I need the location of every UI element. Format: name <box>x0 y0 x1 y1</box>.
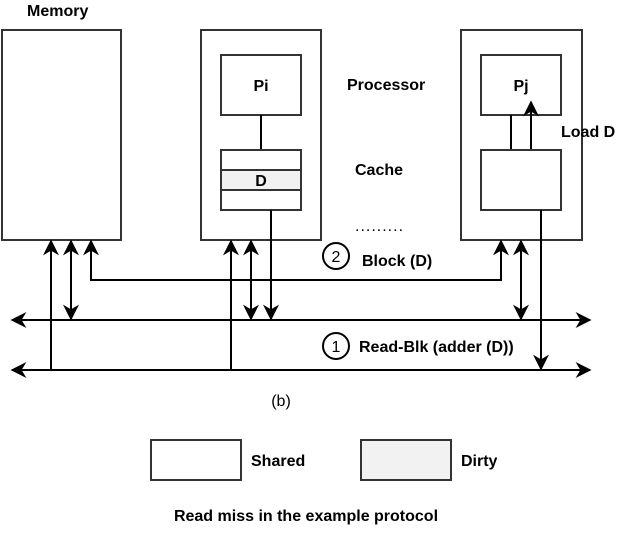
step-1-text: Read-Blk (adder (D)) <box>359 339 514 356</box>
processor-pi-box <box>220 54 302 116</box>
legend-dirty-swatch <box>360 439 452 481</box>
ellipsis: ......... <box>355 218 404 235</box>
cache-block-dirty <box>220 169 302 191</box>
block-d-path-to-memory <box>83 239 501 281</box>
memory-box <box>1 29 122 241</box>
processor-label: Processor <box>347 77 425 94</box>
block-d-path-to-pj <box>91 239 509 281</box>
step-2-circle <box>322 242 350 270</box>
subfigure-label: (b) <box>271 393 291 410</box>
step-1-number: 1 <box>332 339 341 356</box>
processor-pi-label: Pi <box>253 78 268 95</box>
step-2-text: Block (D) <box>362 253 432 270</box>
cache-label: Cache <box>355 162 403 179</box>
cache-block-label: D <box>255 173 267 190</box>
processor-pj-box <box>480 54 562 116</box>
legend-dirty-label: Dirty <box>461 453 498 470</box>
memory-label: Memory <box>27 3 88 20</box>
step-1-circle <box>322 332 350 360</box>
caption: Read miss in the example protocol <box>174 508 438 525</box>
cache-j-box <box>480 149 562 211</box>
processor-pj-label: Pj <box>513 78 528 95</box>
step-2-number: 2 <box>332 249 341 266</box>
legend-shared-swatch <box>150 439 242 481</box>
legend-shared-label: Shared <box>251 453 305 470</box>
load-label: Load D <box>561 124 615 141</box>
